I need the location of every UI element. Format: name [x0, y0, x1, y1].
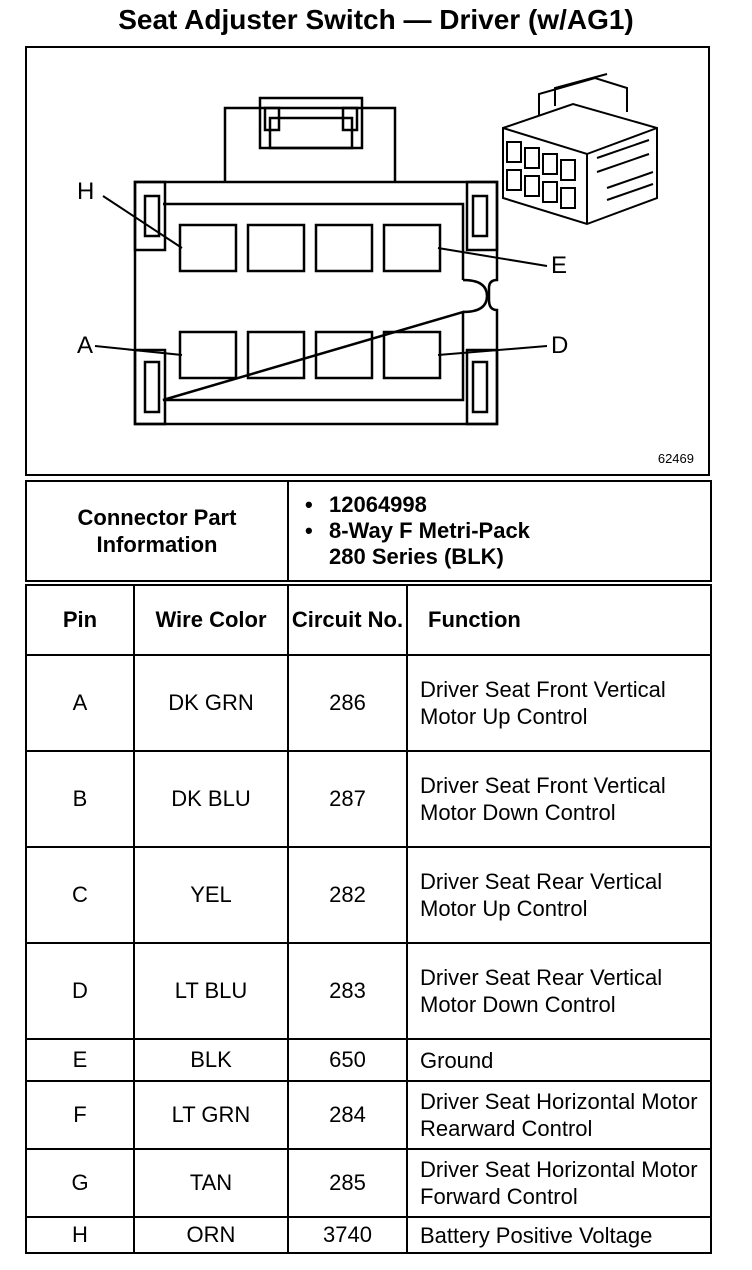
cell-circuit: 283: [287, 942, 408, 1040]
figure-number: 62469: [657, 451, 694, 466]
cell-wire-color: LT BLU: [133, 942, 289, 1040]
cell-wire-color: ORN: [133, 1216, 289, 1254]
pin-label-h: H: [77, 178, 95, 205]
table-row: E BLK 650 Ground: [25, 1038, 712, 1082]
part-number-item: • 12064998: [305, 492, 710, 518]
header-pin: Pin: [25, 584, 135, 656]
cell-wire-color: TAN: [133, 1148, 289, 1218]
table-row: H ORN 3740 Battery Positive Voltage: [25, 1216, 712, 1254]
cell-function: Driver Seat Horizontal Motor Rearward Co…: [406, 1080, 712, 1150]
cell-circuit: 282: [287, 846, 408, 944]
table-row: D LT BLU 283 Driver Seat Rear Vertical M…: [25, 942, 712, 1040]
cell-function: Driver Seat Horizontal Motor Forward Con…: [406, 1148, 712, 1218]
table-row: C YEL 282 Driver Seat Rear Vertical Moto…: [25, 846, 712, 944]
part-description-line1: 8-Way F Metri-Pack: [329, 518, 530, 543]
cell-wire-color: YEL: [133, 846, 289, 944]
pin-label-e: E: [551, 252, 568, 279]
pin-label-a: A: [77, 332, 94, 359]
header-wire-color: Wire Color: [133, 584, 289, 656]
cell-pin: H: [25, 1216, 135, 1254]
cell-function: Driver Seat Front Vertical Motor Up Cont…: [406, 654, 712, 752]
cell-wire-color: BLK: [133, 1038, 289, 1082]
cell-circuit: 286: [287, 654, 408, 752]
header-circuit: Circuit No.: [287, 584, 408, 656]
cell-circuit: 284: [287, 1080, 408, 1150]
cell-pin: E: [25, 1038, 135, 1082]
cell-circuit: 287: [287, 750, 408, 848]
table-row: A DK GRN 286 Driver Seat Front Vertical …: [25, 654, 712, 752]
bullet: •: [305, 518, 313, 543]
connector-info-table: Connector Part Information • 12064998 • 8-…: [25, 480, 712, 582]
table-row: B DK BLU 287 Driver Seat Front Vertical …: [25, 750, 712, 848]
part-number: 12064998: [329, 492, 427, 517]
cell-function: Driver Seat Rear Vertical Motor Down Con…: [406, 942, 712, 1040]
part-description-item: • 8-Way F Metri-Pack: [305, 518, 710, 544]
connector-part-info-label: Connector Part Information: [25, 480, 289, 582]
connector-face-drawing: [94, 73, 658, 426]
cell-pin: A: [25, 654, 135, 752]
cell-pin: C: [25, 846, 135, 944]
cell-pin: G: [25, 1148, 135, 1218]
cell-wire-color: LT GRN: [133, 1080, 289, 1150]
part-description-line2: 280 Series (BLK): [329, 544, 504, 569]
cell-circuit: 650: [287, 1038, 408, 1082]
pin-function-table: Pin Wire Color Circuit No. Function A DK…: [25, 584, 712, 1254]
pin-label-d: D: [551, 332, 569, 359]
connector-part-details: • 12064998 • 8-Way F Metri-Pack 280 Series…: [287, 480, 712, 582]
cell-pin: B: [25, 750, 135, 848]
table-row: F LT GRN 284 Driver Seat Horizontal Moto…: [25, 1080, 712, 1150]
cell-wire-color: DK GRN: [133, 654, 289, 752]
cell-circuit: 285: [287, 1148, 408, 1218]
cell-pin: F: [25, 1080, 135, 1150]
cell-function: Driver Seat Front Vertical Motor Down Co…: [406, 750, 712, 848]
connector-diagram: H E A D 62469: [25, 46, 710, 476]
page-title: Seat Adjuster Switch — Driver (w/AG1): [118, 4, 634, 35]
cell-pin: D: [25, 942, 135, 1040]
table-row: G TAN 285 Driver Seat Horizontal Motor F…: [25, 1148, 712, 1218]
cell-wire-color: DK BLU: [133, 750, 289, 848]
bullet: •: [305, 492, 313, 517]
cell-function: Ground: [406, 1038, 712, 1082]
cell-function: Driver Seat Rear Vertical Motor Up Contr…: [406, 846, 712, 944]
cell-circuit: 3740: [287, 1216, 408, 1254]
cell-function: Battery Positive Voltage: [406, 1216, 712, 1254]
table-header-row: Pin Wire Color Circuit No. Function: [25, 584, 712, 656]
header-function: Function: [406, 584, 712, 656]
